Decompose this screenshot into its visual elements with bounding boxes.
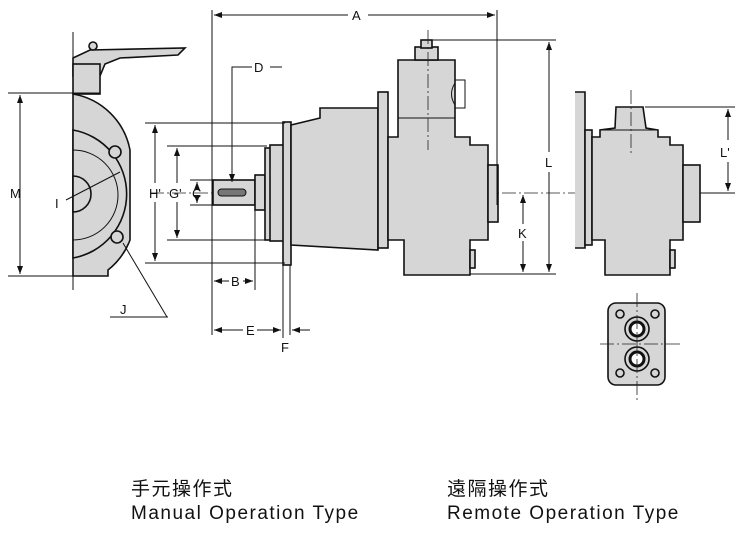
dim-label-j: J bbox=[120, 302, 127, 317]
side-view-manual bbox=[145, 8, 556, 338]
dim-label-g-prime: G' bbox=[169, 186, 182, 201]
pump-body bbox=[387, 59, 489, 276]
caption-remote-ja: 遠隔操作式 bbox=[447, 479, 550, 500]
dim-label-a: A bbox=[352, 8, 361, 23]
dim-label-c: C bbox=[192, 186, 201, 201]
end-view-manual bbox=[8, 32, 187, 318]
dim-label-i: I bbox=[55, 196, 59, 211]
caption-manual-ja: 手元操作式 bbox=[131, 479, 234, 500]
port-flange-view bbox=[600, 293, 680, 400]
dim-label-f: F bbox=[281, 340, 289, 355]
dim-label-l-prime: L' bbox=[720, 145, 730, 160]
dim-label-k: K bbox=[518, 226, 527, 241]
dim-label-h-prime: H' bbox=[149, 186, 161, 201]
bolt-hole-icon bbox=[110, 230, 124, 244]
dim-label-m: M bbox=[10, 186, 21, 201]
mounting-flange bbox=[282, 121, 292, 266]
bolt-hole-icon bbox=[108, 145, 122, 159]
dim-label-b: B bbox=[231, 274, 240, 289]
side-view-remote bbox=[575, 90, 735, 276]
dim-label-d: D bbox=[254, 60, 263, 75]
caption-remote-en: Remote Operation Type bbox=[447, 503, 680, 524]
dim-label-e: E bbox=[246, 323, 255, 338]
caption-manual: 手元操作式 Manual Operation Type bbox=[131, 478, 360, 526]
dim-label-l: L bbox=[545, 155, 552, 170]
caption-remote: 遠隔操作式 Remote Operation Type bbox=[447, 478, 680, 526]
caption-manual-en: Manual Operation Type bbox=[131, 503, 360, 524]
